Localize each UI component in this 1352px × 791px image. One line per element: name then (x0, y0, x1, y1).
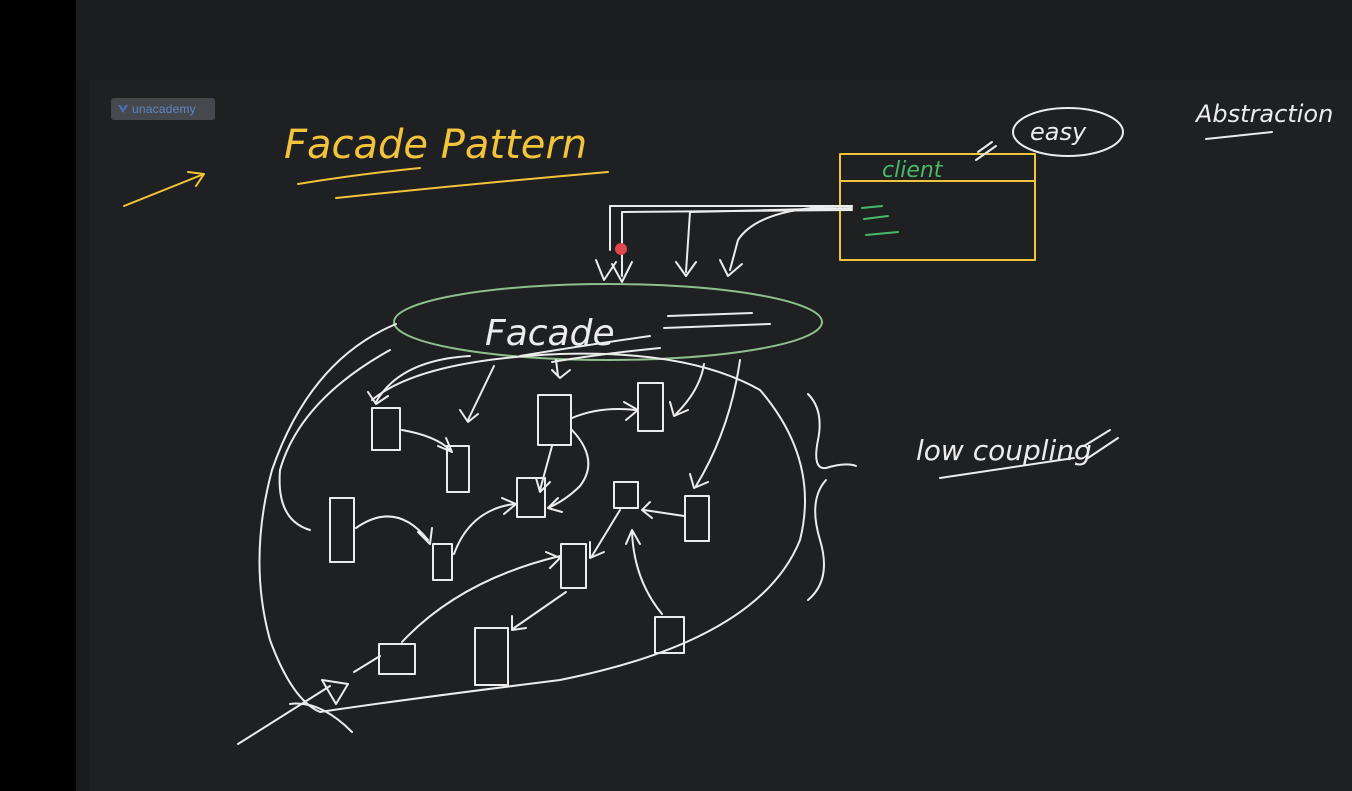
component-box-8 (329, 497, 355, 563)
link-1-2 (401, 429, 453, 453)
component-box-1 (371, 407, 401, 451)
facade-out-arrow-5 (689, 359, 741, 489)
low-coupling-underline (939, 457, 1075, 479)
link-3-5b (547, 429, 590, 513)
subsystem-boundary (258, 323, 806, 713)
component-box-13 (654, 616, 685, 654)
facade-out-arrow-3 (551, 359, 571, 379)
easy-circle (1012, 107, 1124, 157)
unacademy-logo-icon (118, 105, 128, 113)
low-coupling-label: low coupling (916, 434, 1092, 467)
facade-out-arrow-1 (367, 355, 471, 405)
link-entry-11 (353, 655, 381, 673)
whiteboard-canvas[interactable] (76, 80, 1352, 791)
component-box-4 (637, 382, 664, 432)
top-bar (76, 0, 1352, 80)
subsystem-left-arc (278, 349, 391, 531)
facade-out-arrow-4 (669, 363, 705, 417)
component-box-3 (537, 394, 572, 446)
component-box-7 (684, 495, 710, 542)
component-box-5 (516, 477, 546, 518)
easy-connector (975, 141, 997, 161)
link-3-5 (535, 445, 553, 493)
title-text: Facade Pattern (284, 122, 587, 168)
link-6-10 (589, 509, 621, 559)
link-9-5 (453, 497, 517, 555)
component-box-12 (474, 627, 509, 686)
abstraction-underline (1205, 131, 1273, 140)
component-box-11 (378, 643, 416, 675)
easy-label: easy (1030, 118, 1087, 146)
client-label: client (882, 158, 944, 183)
client-to-facade-bus (609, 205, 853, 251)
abstraction-label: Abstraction (1194, 100, 1333, 128)
link-7-6 (641, 501, 685, 519)
pointer-arrow (123, 171, 205, 207)
link-11-10 (401, 551, 561, 643)
client-to-facade-arrow-4 (719, 205, 853, 277)
link-10-12 (511, 591, 567, 631)
arrow-head-1 (595, 259, 617, 281)
laser-pointer-dot (615, 243, 627, 255)
curly-brace (807, 393, 857, 601)
link-8-9 (355, 515, 433, 545)
arrow-head-2 (611, 261, 633, 283)
unacademy-watermark: unacademy (111, 98, 215, 120)
facade-method-lines (663, 312, 771, 329)
entry-arrow (237, 679, 353, 745)
facade-ellipse (393, 283, 823, 361)
component-box-10 (560, 543, 587, 589)
title-underline-2 (335, 171, 609, 199)
facade-out-arrow-2 (459, 365, 495, 423)
component-box-6 (613, 481, 639, 509)
facade-label: Facade (485, 313, 615, 354)
client-method-lines (861, 205, 899, 236)
title-underline-1 (297, 167, 421, 185)
component-box-2 (446, 445, 470, 493)
board-left-edge (76, 80, 90, 791)
watermark-text: unacademy (132, 102, 196, 116)
link-3-4 (571, 401, 639, 421)
low-coupling-marks (1083, 429, 1119, 459)
link-13-6 (625, 529, 663, 615)
component-box-9 (432, 543, 453, 581)
client-to-facade-arrow-3 (675, 207, 853, 277)
